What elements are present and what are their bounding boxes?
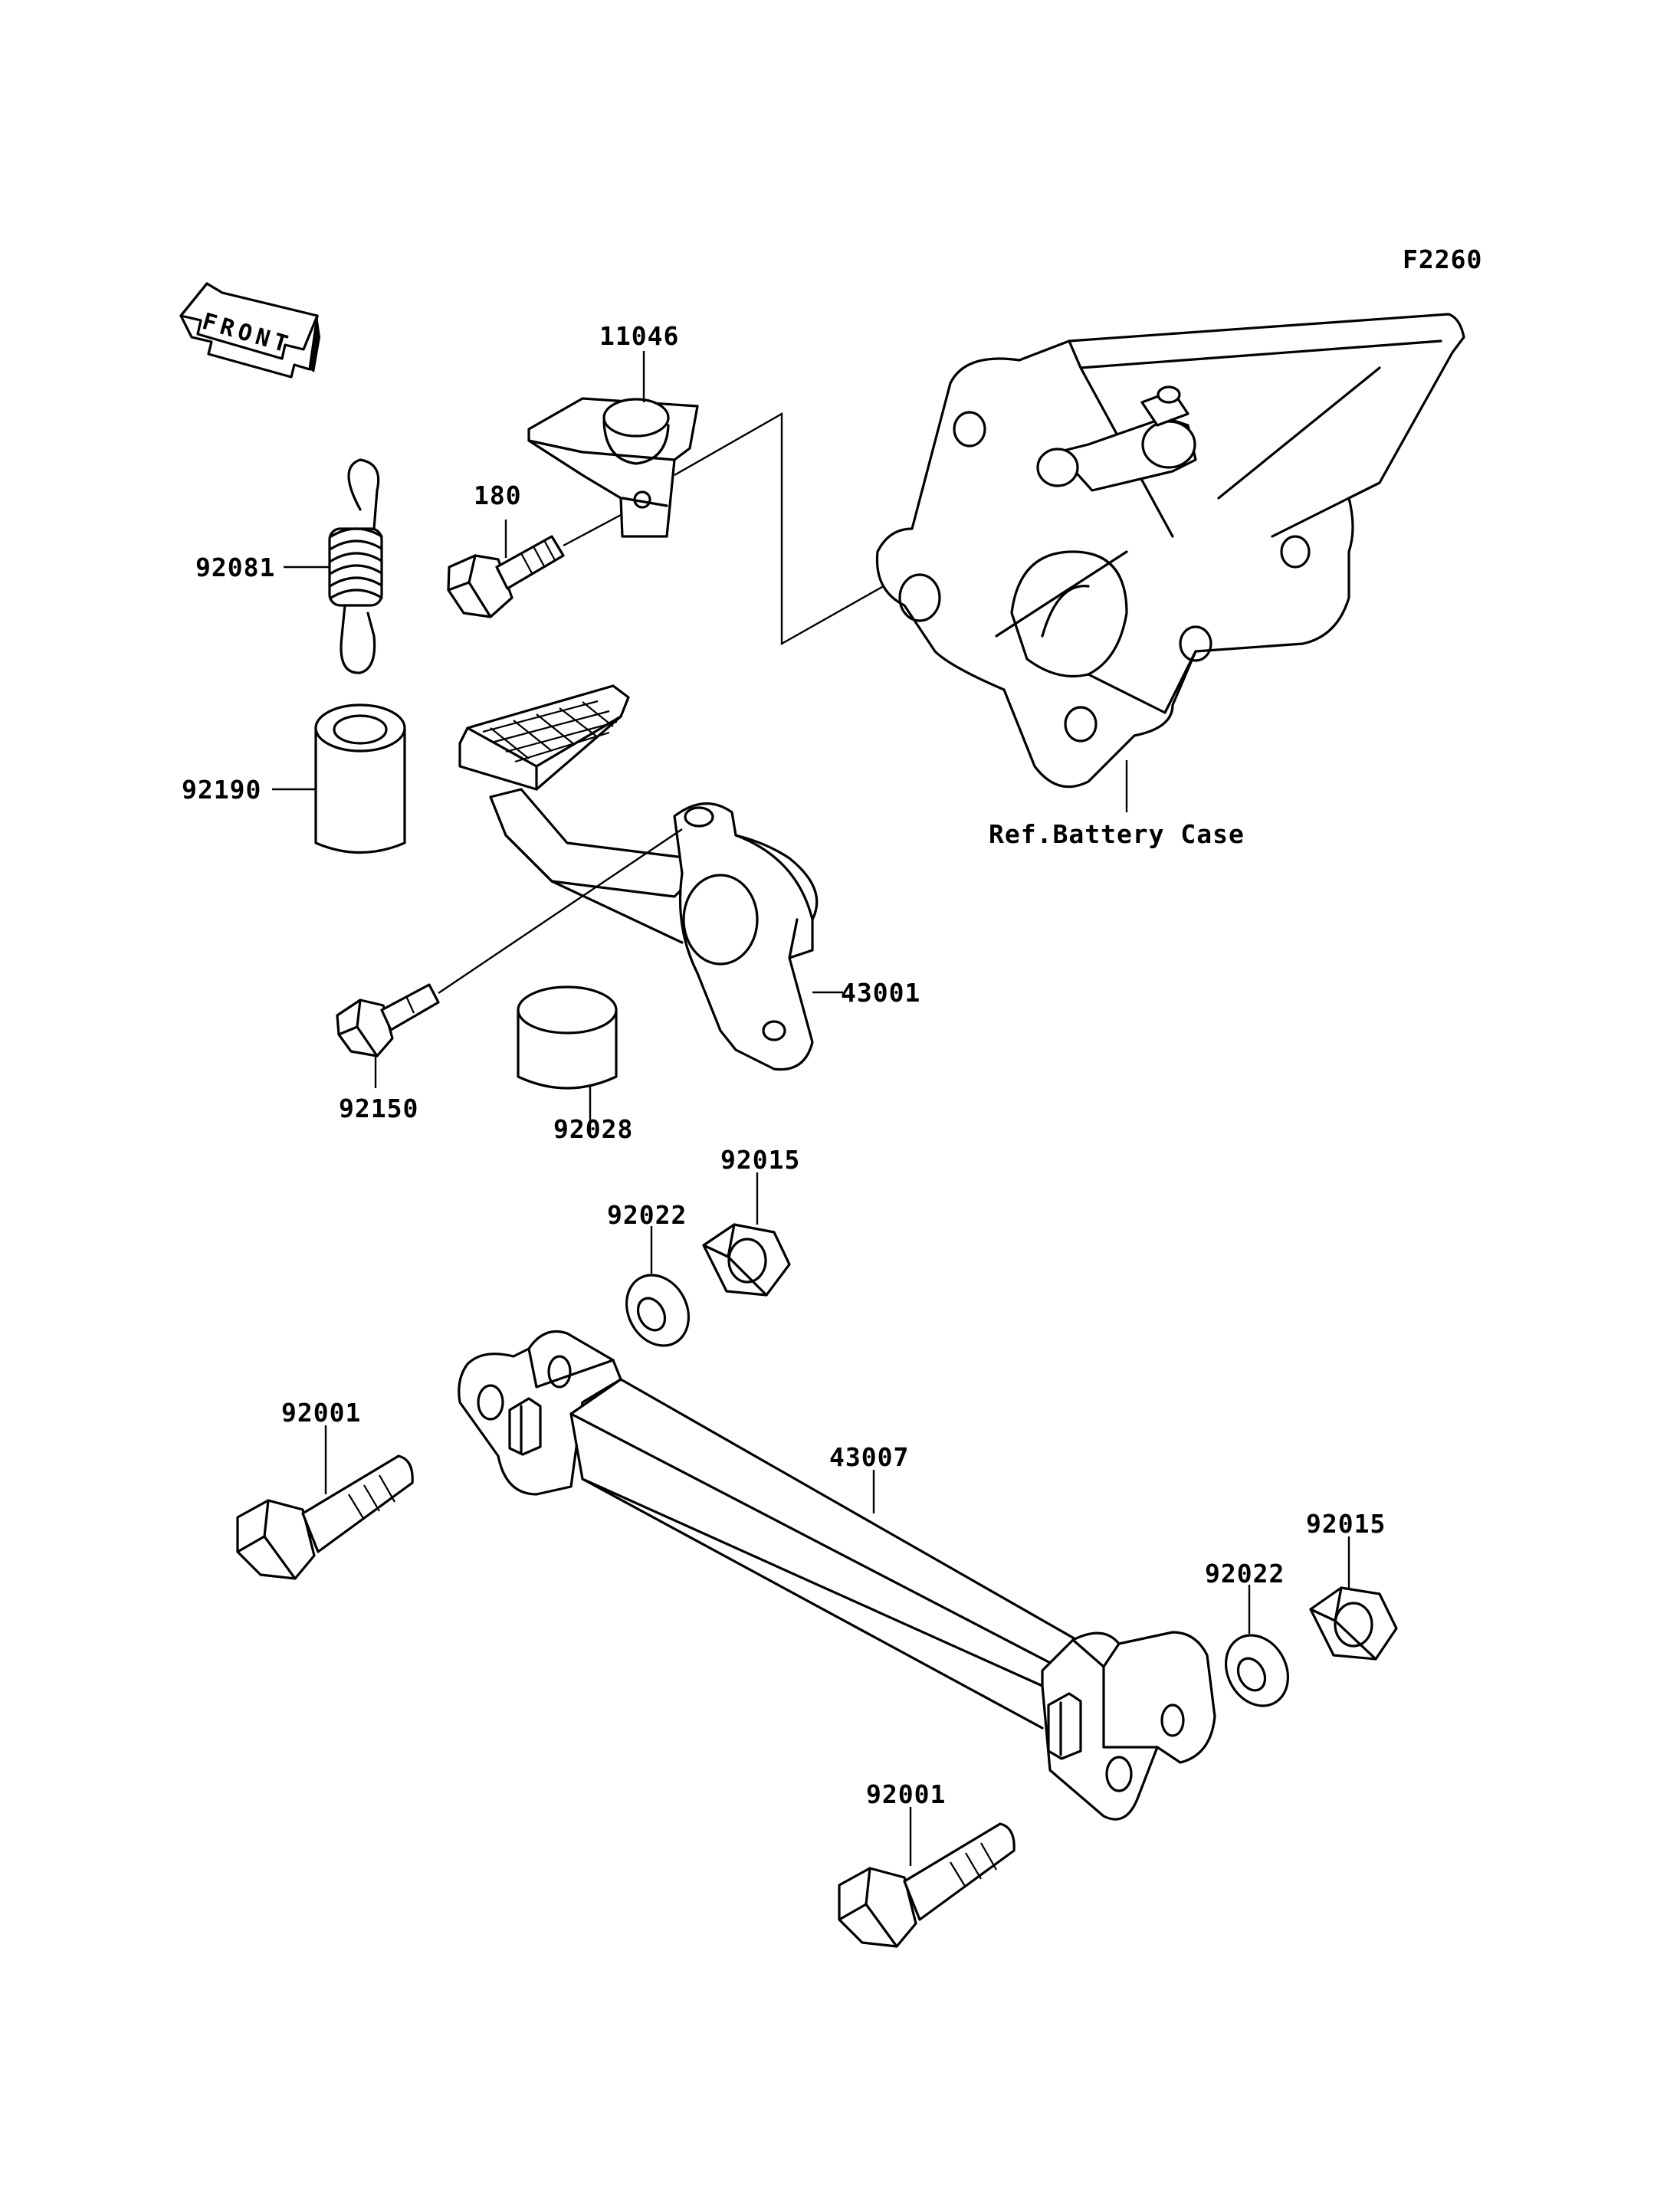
part-label-92001-bottom: 92001 (866, 1779, 946, 1809)
part-label-92015-right: 92015 (1306, 1509, 1386, 1539)
bolt-92001-bottom-shape (838, 1822, 1016, 1948)
washer-92022-top-shape (625, 1274, 691, 1347)
pedal-43001-shape (458, 684, 819, 1071)
part-label-92022-top: 92022 (607, 1200, 687, 1230)
front-arrow-icon: FRONT (179, 282, 320, 379)
bolt-180-shape (447, 513, 622, 618)
part-label-92015-top: 92015 (720, 1145, 800, 1175)
collar-92190-shape (314, 703, 406, 854)
part-label-92022-right: 92022 (1205, 1559, 1285, 1589)
part-label-92001-left: 92001 (281, 1398, 361, 1428)
part-label-43001: 43001 (841, 978, 920, 1008)
reference-note: Ref.Battery Case (989, 819, 1245, 849)
bushing-92028-shape (517, 985, 618, 1090)
part-label-11046: 11046 (599, 321, 679, 351)
rod-43007-shape (458, 1330, 1216, 1821)
part-label-92190: 92190 (182, 775, 261, 805)
nut-92015-right-shape (1309, 1586, 1398, 1661)
bracket-11046-shape (527, 397, 699, 538)
washer-92022-right-shape (1224, 1634, 1290, 1707)
bolt-92001-left-shape (236, 1454, 414, 1580)
part-label-92028: 92028 (553, 1114, 633, 1144)
diagram-code: F2260 (1403, 244, 1482, 274)
part-label-92150: 92150 (339, 1094, 418, 1123)
part-label-92081: 92081 (195, 553, 275, 582)
nut-92015-top-shape (702, 1223, 791, 1297)
spring-92081-shape (328, 458, 383, 674)
part-label-43007: 43007 (829, 1442, 909, 1472)
battery-case-shape (875, 313, 1465, 789)
bolt-92150-shape (336, 828, 683, 1058)
part-label-180: 180 (474, 480, 522, 510)
